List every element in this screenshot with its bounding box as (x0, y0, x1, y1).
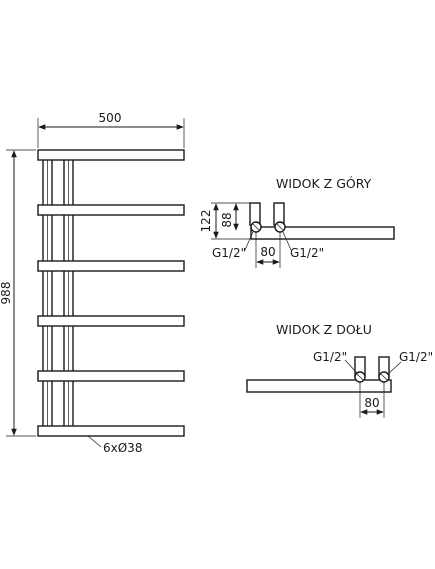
height-label: 988 (0, 282, 13, 305)
towel-bar (37, 315, 185, 327)
offset-dimension: 88 (220, 203, 239, 231)
bottom-view-bar (246, 379, 392, 393)
towel-bars (37, 149, 185, 437)
towel-bar (37, 370, 185, 382)
towel-bar (37, 204, 185, 216)
depth-label: 122 (199, 210, 213, 233)
bottom-right-connection-label: G1/2" (399, 350, 433, 364)
bottom-view: WIDOK Z DOŁU G1/2" G1/2" 80 (246, 322, 433, 418)
towel-bar (37, 425, 185, 437)
depth-dimension: 122 (199, 202, 250, 240)
bottom-view-valves (354, 356, 390, 383)
top-view: WIDOK Z GÓRY 122 88 8 (199, 176, 395, 268)
offset-label: 88 (220, 212, 234, 227)
height-dimension: 988 (0, 149, 36, 437)
top-view-title: WIDOK Z GÓRY (276, 176, 372, 191)
tube-callout: 6xØ38 (87, 435, 142, 455)
bottom-left-connection-label: G1/2" (313, 350, 347, 364)
bottom-view-title: WIDOK Z DOŁU (276, 322, 372, 337)
top-spacing-label: 80 (260, 245, 275, 259)
front-view: 500 988 6xØ38 (0, 111, 185, 455)
towel-bar (37, 149, 185, 161)
bottom-spacing-dimension: 80 (359, 382, 385, 418)
width-dimension: 500 (37, 111, 185, 148)
top-right-connection-label: G1/2" (290, 246, 324, 260)
width-label: 500 (99, 111, 122, 125)
top-left-connection-label: G1/2" (212, 246, 246, 260)
bottom-spacing-label: 80 (364, 396, 379, 410)
tube-label: 6xØ38 (103, 441, 142, 455)
towel-bar (37, 260, 185, 272)
top-view-bar (250, 226, 395, 240)
top-spacing-dimension: 80 (255, 232, 281, 268)
vertical-posts (42, 157, 74, 436)
